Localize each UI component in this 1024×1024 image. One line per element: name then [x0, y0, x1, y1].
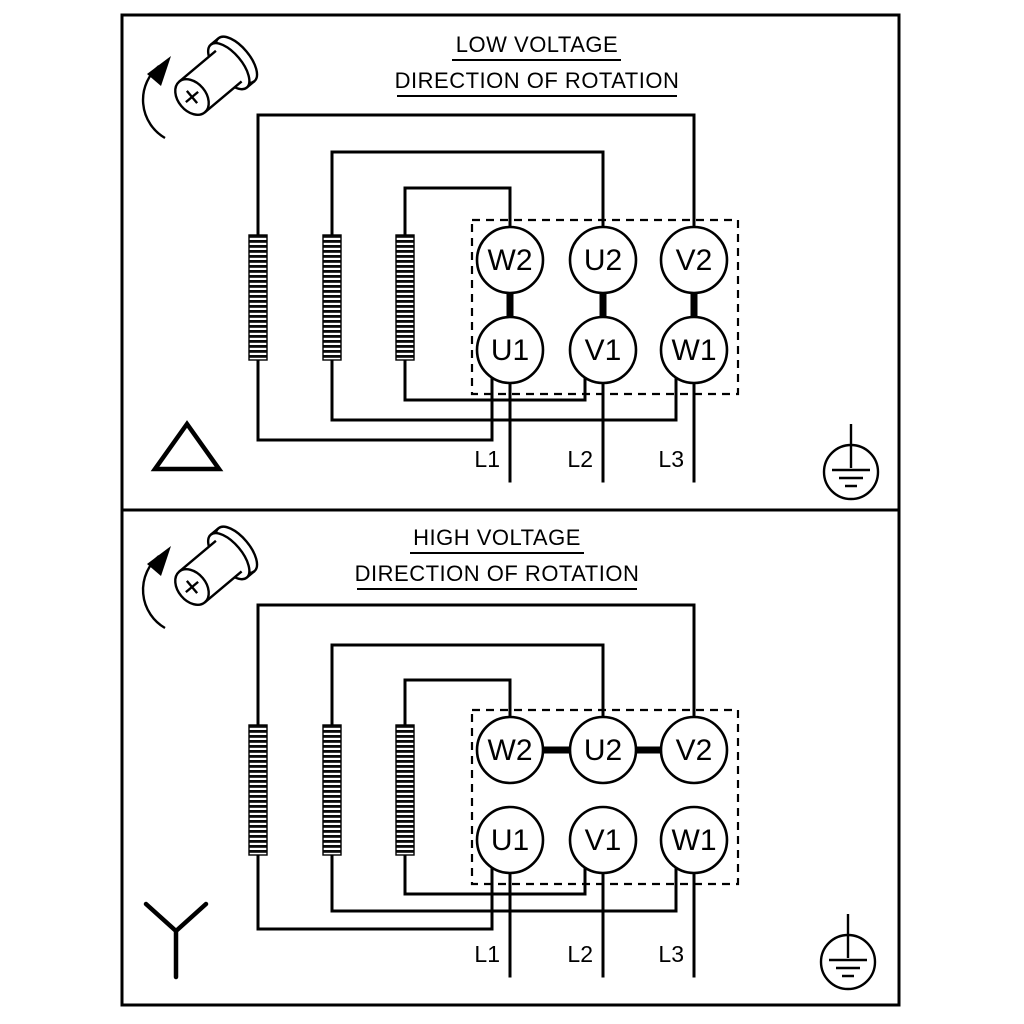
supply-line-label: L3 — [658, 941, 684, 967]
terminal-circle — [659, 315, 729, 385]
terminal-label: V2 — [676, 734, 713, 767]
supply-line-label: L1 — [474, 446, 500, 472]
earth-ground-icon — [822, 422, 880, 501]
terminal-circle — [568, 225, 638, 295]
panel-high-voltage: HIGH VOLTAGE DIRECTION OF ROTATION W2 U2 — [120, 508, 901, 1007]
terminal-circle — [475, 225, 545, 295]
terminal-v1: V1 — [568, 315, 638, 385]
wire — [330, 150, 605, 242]
terminal-circle — [568, 715, 638, 785]
terminal-circle — [659, 805, 729, 875]
panel-border — [120, 508, 901, 1007]
terminal-circle — [659, 715, 729, 785]
terminal-circle — [568, 805, 638, 875]
terminal-v2: V2 — [659, 715, 729, 785]
terminal-label: V1 — [585, 824, 622, 857]
rotation-direction-icon — [141, 518, 266, 630]
terminal-v2: V2 — [659, 225, 729, 295]
terminal-label: W1 — [672, 334, 717, 367]
terminal-label: U1 — [491, 334, 529, 367]
winding-bar — [248, 724, 268, 856]
terminal-circle — [475, 805, 545, 875]
supply-line-label: L2 — [567, 941, 593, 967]
terminal-label: U2 — [584, 734, 622, 767]
wire — [403, 848, 587, 896]
panel-title: HIGH VOLTAGE — [413, 525, 581, 550]
terminal-v1: V1 — [568, 805, 638, 875]
wire — [330, 848, 678, 913]
terminal-block-outline — [470, 218, 740, 396]
terminal-u2: U2 — [568, 225, 638, 295]
rotation-direction-icon — [141, 28, 266, 140]
terminal-circle — [568, 315, 638, 385]
panel-subtitle: DIRECTION OF ROTATION — [355, 561, 640, 586]
terminal-label: U1 — [491, 824, 529, 857]
terminal-label: V1 — [585, 334, 622, 367]
winding-bar — [322, 234, 342, 361]
terminal-u1: U1 — [475, 805, 545, 875]
winding-bar — [395, 234, 415, 361]
terminal-label: U2 — [584, 244, 622, 277]
terminal-circle — [659, 225, 729, 295]
terminal-block-outline — [470, 708, 740, 886]
supply-line-label: L3 — [658, 446, 684, 472]
terminal-circle — [475, 315, 545, 385]
terminal-label: W1 — [672, 824, 717, 857]
winding-bar — [395, 724, 415, 856]
panel-subtitle: DIRECTION OF ROTATION — [395, 68, 680, 93]
panel-title: LOW VOLTAGE — [456, 32, 618, 57]
terminal-w2: W2 — [475, 715, 545, 785]
terminal-u1: U1 — [475, 315, 545, 385]
wire — [256, 848, 494, 931]
supply-line-label: L1 — [474, 941, 500, 967]
wire — [330, 353, 678, 422]
panel-low-voltage: LOW VOLTAGE DIRECTION OF ROTATION W2 — [120, 13, 901, 512]
terminal-label: V2 — [676, 244, 713, 277]
wire — [403, 678, 512, 732]
wire — [256, 113, 696, 242]
star-symbol-icon — [143, 901, 209, 980]
terminal-circle — [475, 715, 545, 785]
wire — [256, 353, 494, 442]
delta-symbol-icon — [150, 420, 224, 472]
supply-line-label: L2 — [567, 446, 593, 472]
terminal-label: W2 — [488, 244, 533, 277]
terminal-w1: W1 — [659, 315, 729, 385]
earth-ground-icon — [819, 912, 877, 991]
wire — [256, 603, 696, 732]
winding-bar — [322, 724, 342, 856]
terminal-label: W2 — [488, 734, 533, 767]
wire — [403, 353, 587, 402]
terminal-w2: W2 — [475, 225, 545, 295]
wire — [403, 186, 512, 242]
terminal-u2: U2 — [568, 715, 638, 785]
terminal-w1: W1 — [659, 805, 729, 875]
wire — [330, 643, 605, 732]
winding-bar — [248, 234, 268, 361]
